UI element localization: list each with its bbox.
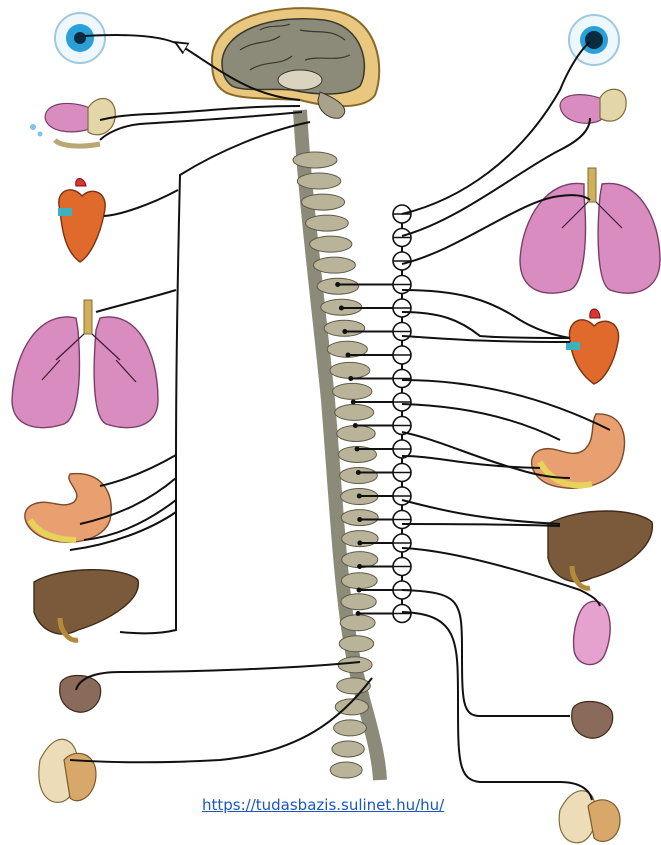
ramus-origin [357,564,362,569]
ramus-origin [355,447,360,452]
bladder-icon [572,702,613,739]
ramus-origin [357,494,362,499]
vertebra [332,741,364,757]
vertebra [340,615,375,631]
ramus-origin [353,423,358,428]
salivary-gland-icon [560,89,626,123]
ramus-origin [339,306,344,311]
vertebra [339,636,373,652]
brain-icon [212,8,379,118]
vertebra [334,720,367,736]
vertebra [297,173,341,189]
eye-icon [55,13,105,63]
ramus-origin [335,282,340,287]
spinal-column [300,110,380,780]
ramus-origin [356,611,361,616]
vertebra [341,594,376,610]
stomach-icon [532,414,625,488]
vertebra [310,236,352,252]
sympathetic-chain [393,205,411,623]
ramus-origin [357,517,362,522]
liver-icon [34,570,138,641]
liver-icon [548,511,652,588]
ramus-origin [342,329,347,334]
vertebra [313,257,355,273]
vertebra [341,573,377,589]
ramus-origin [357,541,362,546]
vertebra [330,362,370,378]
genitals-icon [559,791,620,843]
sympathetic-nerves [402,42,610,800]
stomach-icon [25,474,111,543]
vertebra [293,152,337,168]
heart-icon [566,309,619,384]
lungs-icon [12,300,158,428]
vertebra [306,215,349,231]
ramus-origin [348,376,353,381]
vertebra [330,762,362,778]
source-link[interactable]: https://tudasbazis.sulinet.hu/hu/ [202,796,444,814]
genitals-icon [39,739,96,802]
vertebra [301,194,344,210]
kidney-icon [574,601,611,664]
ramus-origin [356,470,361,475]
bladder-icon [60,676,101,713]
ramus-origin [346,353,351,358]
spinal-cord-icon [293,110,380,780]
ramus-origin [351,400,356,405]
vertebra [335,404,374,420]
ramus-origin [357,588,362,593]
heart-icon [58,179,105,263]
lungs-icon [520,168,660,293]
vertebra [332,383,371,399]
vertebra [340,468,378,484]
vertebra [338,657,372,673]
